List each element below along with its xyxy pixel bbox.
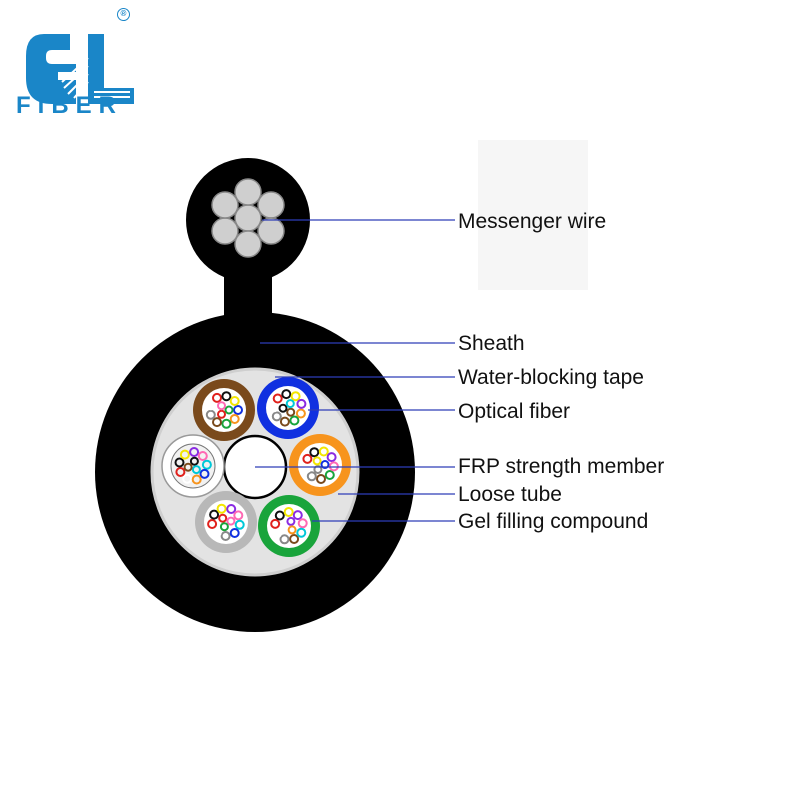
- optical-fiber: [233, 405, 243, 415]
- optical-fiber: [301, 463, 312, 474]
- optical-fiber: [209, 509, 220, 520]
- optical-fiber: [289, 534, 300, 544]
- optical-fiber: [197, 451, 208, 461]
- label-loose-tube: Loose tube: [458, 483, 562, 506]
- optical-fiber: [283, 507, 294, 517]
- optical-fiber: [174, 457, 185, 468]
- label-water-blocking-tape: Water-blocking tape: [458, 366, 644, 389]
- optical-fiber: [217, 409, 226, 419]
- optical-fiber: [318, 446, 329, 457]
- optical-fiber: [229, 396, 240, 406]
- optical-fiber: [221, 391, 232, 402]
- optical-fiber: [205, 400, 216, 411]
- optical-fiber: [220, 531, 231, 541]
- optical-fiber: [199, 468, 210, 479]
- optical-fiber: [229, 414, 240, 424]
- optical-fiber: [292, 510, 303, 521]
- optical-fiber: [316, 474, 326, 484]
- optical-fiber: [286, 516, 296, 526]
- optical-fiber: [212, 417, 222, 428]
- optical-fiber: [189, 447, 200, 457]
- optical-fiber: [224, 405, 234, 415]
- optical-fiber: [271, 411, 282, 422]
- optical-fiber: [309, 447, 320, 458]
- optical-fiber: [234, 519, 245, 530]
- optical-fiber: [286, 407, 296, 417]
- optical-fiber: [216, 503, 227, 514]
- optical-fiber: [296, 527, 307, 538]
- label-frp-strength-member: FRP strength member: [458, 455, 665, 478]
- logo-icon: [26, 34, 134, 104]
- optical-fiber: [226, 516, 236, 526]
- optical-fiber: [296, 398, 307, 409]
- optical-fiber: [279, 534, 290, 545]
- optical-fiber: [302, 453, 313, 464]
- optical-fiber: [272, 528, 282, 539]
- registered-mark: ®: [117, 8, 130, 21]
- optical-fiber: [183, 462, 193, 472]
- loose-tubes: [161, 377, 351, 557]
- optical-fiber: [233, 510, 244, 521]
- label-sheath: Sheath: [458, 332, 525, 355]
- optical-fiber: [179, 449, 190, 460]
- optical-fiber: [297, 518, 308, 529]
- optical-fiber: [217, 401, 226, 411]
- optical-fiber: [191, 465, 201, 475]
- optical-fiber: [211, 527, 222, 538]
- optical-fiber: [221, 418, 232, 429]
- optical-fiber: [279, 522, 289, 532]
- optical-fiber: [201, 459, 212, 470]
- optical-fiber: [289, 415, 300, 426]
- optical-fiber: [285, 399, 295, 409]
- optical-fiber: [182, 473, 193, 484]
- optical-fiber: [281, 389, 292, 400]
- optical-fiber: [295, 408, 306, 419]
- brand-name: FIBER: [16, 92, 123, 119]
- optical-fiber: [278, 403, 288, 413]
- optical-fiber: [313, 465, 323, 474]
- optical-fiber: [306, 471, 317, 482]
- optical-fiber: [320, 460, 330, 469]
- optical-fiber: [290, 391, 301, 402]
- optical-fiber: [191, 474, 202, 485]
- label-messenger-wire: Messenger wire: [458, 210, 607, 233]
- optical-fiber: [229, 528, 240, 538]
- optical-fiber: [212, 392, 222, 403]
- label-gel-filling-compound: Gel filling compound: [458, 510, 649, 533]
- optical-fiber: [312, 456, 322, 466]
- optical-fiber: [189, 456, 199, 466]
- optical-fiber: [205, 409, 216, 420]
- optical-fiber: [219, 522, 229, 532]
- optical-fiber: [324, 470, 335, 480]
- optical-fiber: [272, 393, 283, 404]
- optical-fiber: [274, 510, 285, 521]
- optical-fiber: [326, 452, 337, 463]
- optical-fiber: [207, 519, 218, 529]
- optical-fiber: [226, 504, 237, 514]
- gel-filling: [202, 388, 246, 432]
- optical-fiber: [279, 416, 290, 427]
- optical-fiber: [175, 467, 186, 477]
- background-patch: [478, 140, 588, 290]
- optical-fiber: [218, 513, 228, 523]
- optical-fiber: [270, 518, 281, 529]
- messenger-strands: [211, 178, 285, 258]
- optical-fiber: [269, 402, 279, 413]
- label-optical-fiber: Optical fiber: [458, 400, 571, 423]
- optical-fiber: [287, 525, 297, 535]
